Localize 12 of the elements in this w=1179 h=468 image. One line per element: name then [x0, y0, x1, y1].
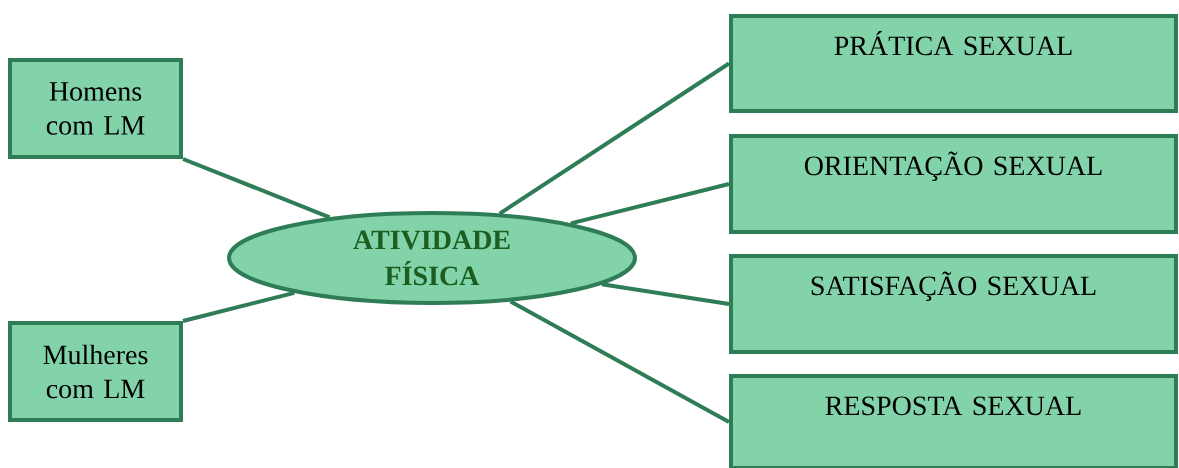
topic-box: SATISFAÇÃO SEXUAL	[729, 254, 1178, 354]
topic-box: RESPOSTA SEXUAL	[729, 374, 1178, 468]
topic-box: ORIENTAÇÃO SEXUAL	[729, 134, 1178, 234]
connector-line	[182, 157, 331, 220]
topic-box: PRÁTICA SEXUAL	[729, 14, 1178, 113]
person-group-box: Homens com LM	[8, 58, 183, 159]
connector-line	[509, 299, 730, 424]
connector-line	[182, 290, 295, 323]
connector-line	[498, 61, 731, 216]
connector-line	[570, 182, 730, 226]
connector-line	[601, 282, 730, 306]
person-group-box: Mulheres com LM	[8, 321, 183, 422]
